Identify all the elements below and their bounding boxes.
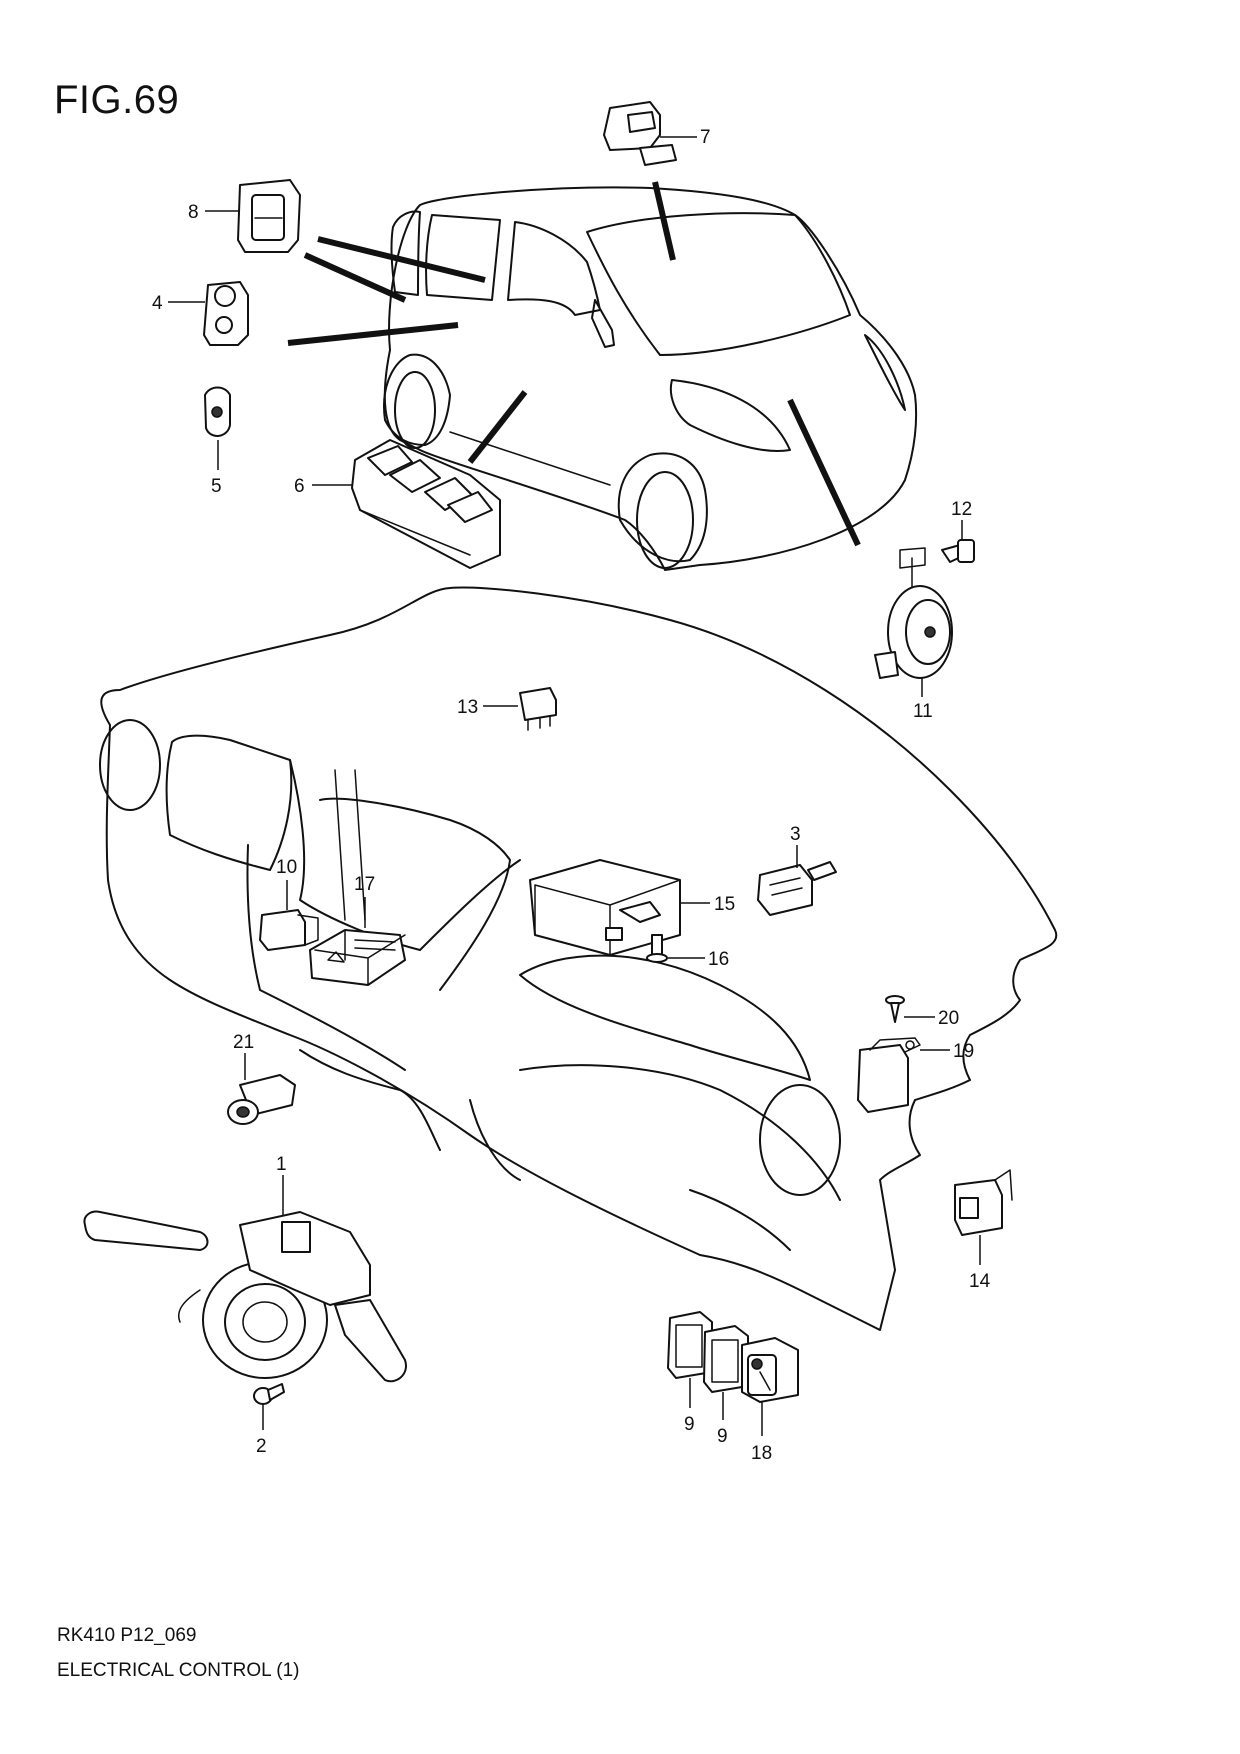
callout-4: 4 (152, 293, 163, 314)
callout-18: 18 (751, 1443, 772, 1464)
callout-2: 2 (256, 1436, 267, 1457)
callout-9-left: 9 (684, 1414, 695, 1435)
callout-20: 20 (938, 1008, 959, 1029)
part-12-bolt (941, 520, 975, 563)
part-19-relay (857, 1037, 950, 1113)
callout-9-middle: 9 (717, 1426, 728, 1447)
callout-21: 21 (233, 1032, 254, 1053)
car-pointer-lines (287, 181, 861, 547)
part-5-door-switch-cap (204, 386, 231, 470)
part-21-cigarette-lighter-socket (227, 1053, 296, 1125)
part-13-relay (483, 687, 557, 731)
figure-title: FIG.69 (54, 78, 180, 122)
callout-19: 19 (953, 1041, 974, 1062)
part-3-stop-lamp-switch (757, 845, 837, 916)
diagram-code: RK410 P12_069 (57, 1625, 197, 1646)
callout-12: 12 (951, 499, 972, 520)
callout-14: 14 (969, 1271, 991, 1292)
part-6-power-window-main-switch (312, 439, 501, 569)
part-20-screw (885, 995, 935, 1023)
callout-7: 7 (700, 127, 711, 148)
part-17-hazard-switch (309, 897, 406, 986)
callout-16: 16 (708, 949, 729, 970)
diagram-caption: ELECTRICAL CONTROL (1) (57, 1660, 300, 1681)
part-16-screw (646, 934, 705, 963)
callout-17: 17 (354, 874, 375, 895)
part-9-switch-left (667, 1311, 713, 1408)
part-18-dimmer-switch (741, 1337, 799, 1436)
part-4-door-switch (168, 281, 249, 346)
part-10-switch (259, 880, 319, 951)
callout-6: 6 (294, 476, 305, 497)
part-8-window-switch (205, 179, 301, 253)
part-15-control-module (529, 859, 710, 956)
car-outline (383, 186, 918, 571)
part-14-relay (954, 1169, 1013, 1265)
part-1-combination-switch (83, 1175, 407, 1383)
dashboard-outline (99, 586, 1058, 1331)
callout-8: 8 (188, 202, 199, 223)
part-2-screw (253, 1383, 285, 1430)
callout-10: 10 (276, 857, 297, 878)
callout-5: 5 (211, 476, 222, 497)
callout-labels: 1 2 3 4 5 6 7 8 9 9 10 11 12 13 14 15 16… (152, 127, 991, 1464)
callout-11: 11 (913, 701, 933, 722)
callout-15: 15 (714, 894, 735, 915)
callout-1: 1 (276, 1154, 287, 1175)
part-7-window-switch (603, 101, 697, 166)
callout-3: 3 (790, 824, 801, 845)
part-11-horn (874, 547, 953, 697)
callout-13: 13 (457, 697, 478, 718)
